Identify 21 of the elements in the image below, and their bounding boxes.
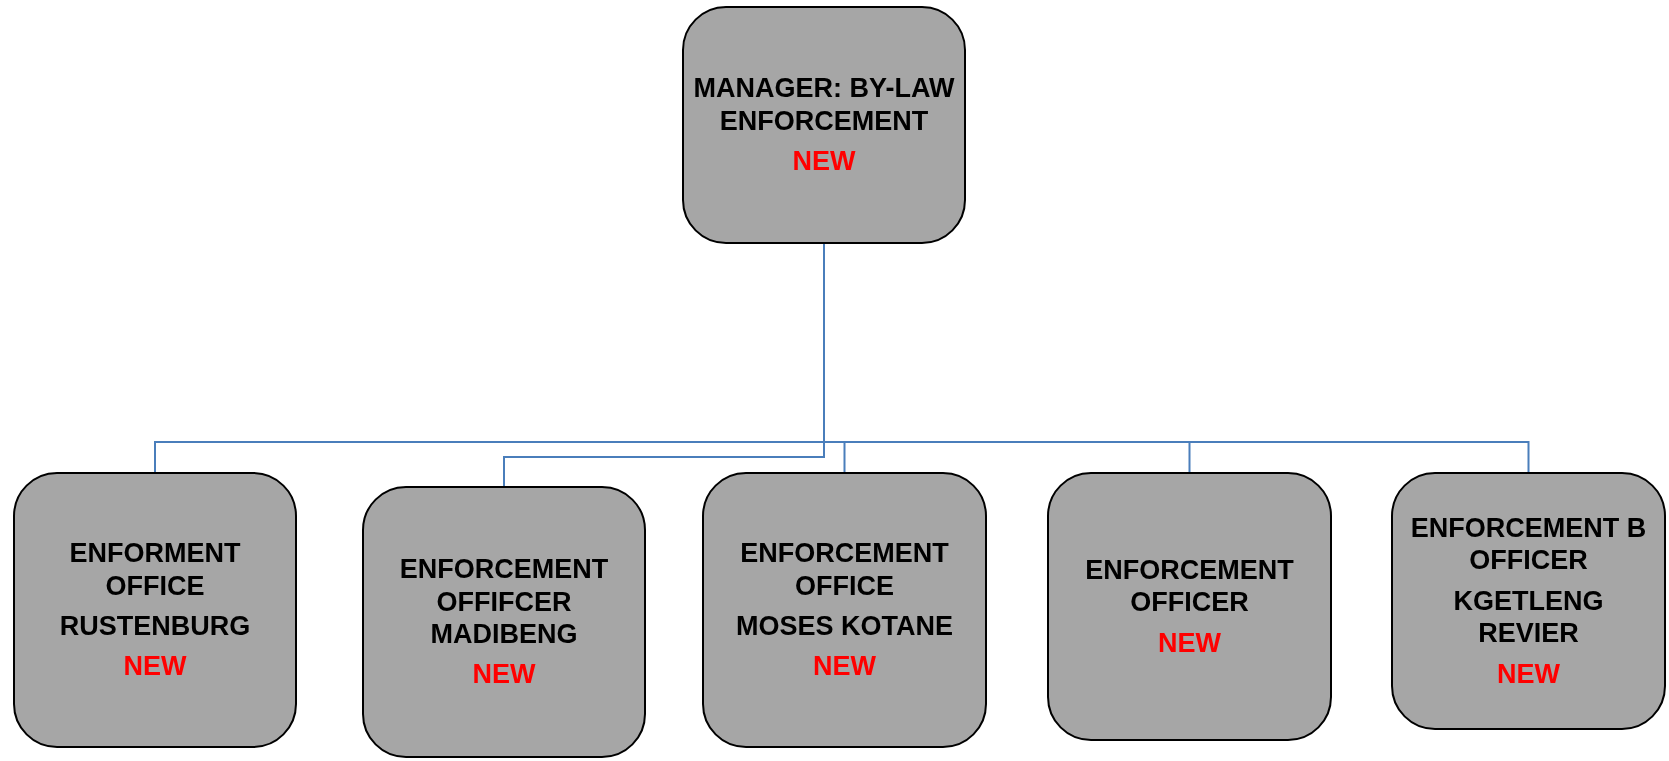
position-title: MOSES KOTANE — [736, 610, 953, 643]
position-title: KGETLENG REVIER — [1452, 584, 1605, 650]
position-box — [1391, 472, 1666, 730]
status-label: NEW — [813, 650, 876, 683]
status-label: NEW — [792, 145, 856, 178]
position-title: MANAGER: BY-LAW ENFORCEMENT — [692, 72, 956, 138]
position-title: ENFORCEMENT B OFFICER — [1409, 512, 1648, 577]
position-title: ENFORCEMENT OFFIFCER MADIBENG — [398, 553, 610, 651]
position-box — [13, 472, 297, 748]
position-box — [1047, 472, 1332, 741]
position-box — [362, 486, 646, 758]
position-box — [682, 6, 966, 244]
position-title: ENFORMENT OFFICE — [68, 537, 242, 602]
position-title: RUSTENBURG — [59, 610, 251, 643]
status-label: NEW — [472, 658, 536, 691]
status-label: NEW — [123, 650, 187, 683]
position-title: ENFORCEMENT OFFICE — [739, 537, 950, 602]
position-title: ENFORCEMENT OFFICER — [1084, 553, 1295, 619]
position-box — [702, 472, 987, 748]
status-label: NEW — [1497, 657, 1560, 690]
status-label: NEW — [1158, 626, 1221, 660]
